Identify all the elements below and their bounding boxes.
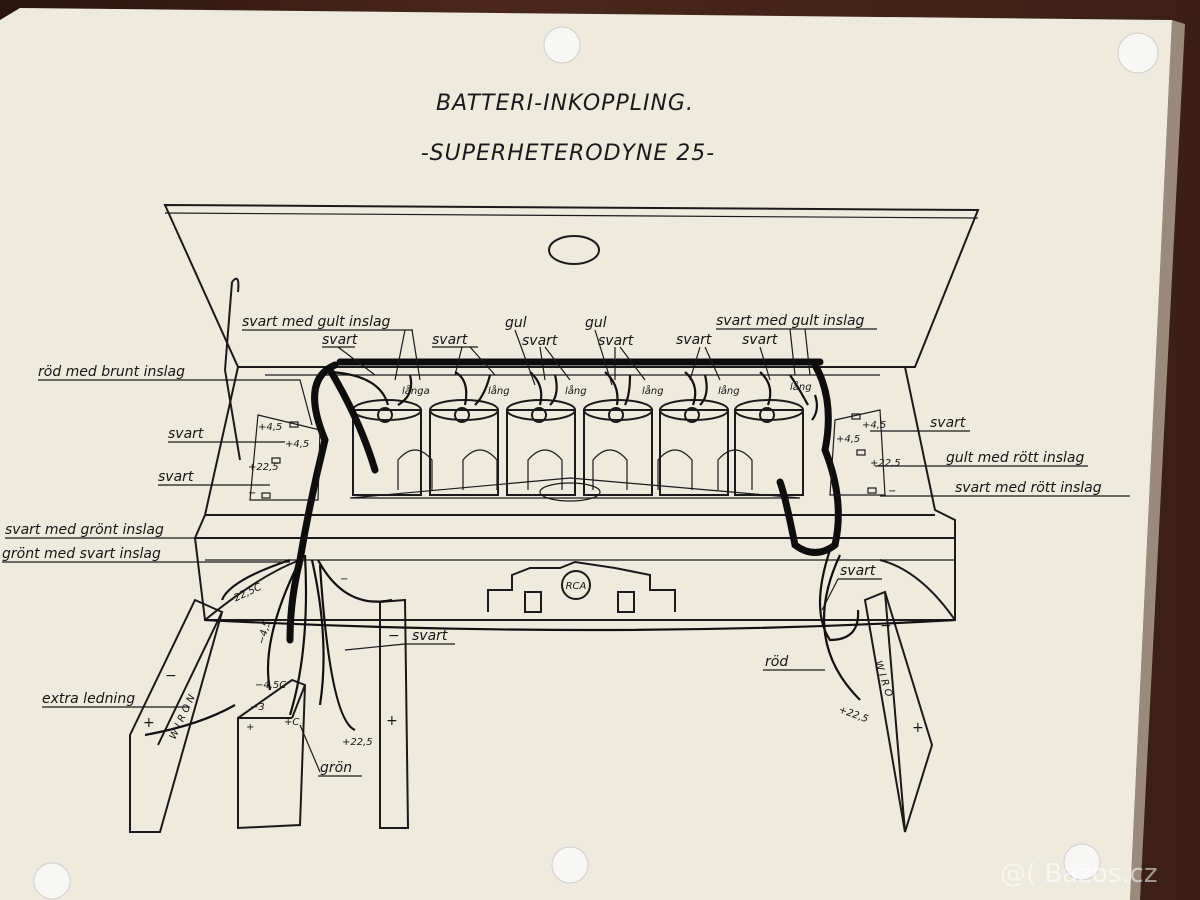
chassis-dial — [539, 482, 601, 502]
right-term-minus: − — [888, 486, 896, 497]
label-svart-med-rott: svart med rött inslag — [955, 480, 1102, 496]
label-svart-med-gront: svart med grönt inslag — [5, 522, 164, 538]
label-extra-ledning: extra ledning — [42, 691, 135, 707]
label-rod-med-brunt: röd med brunt inslag — [38, 364, 185, 380]
tube-wires — [329, 370, 819, 421]
battery-c-pc: +C — [284, 717, 299, 728]
label-svart-right-b: svart — [840, 563, 876, 579]
battery-center-plus: + — [386, 713, 398, 729]
label-svart-med-gult-left: svart med gult inslag — [242, 314, 391, 330]
label-gron: grön — [320, 760, 352, 776]
label-rod: röd — [765, 654, 788, 670]
battery-left-minus: − — [165, 668, 177, 684]
label-langa: långa — [402, 384, 430, 397]
left-term-225: +22,5 — [248, 462, 279, 473]
right-term-45b: +4,5 — [836, 434, 860, 445]
label-svart-6: svart — [742, 332, 778, 348]
tag-minus: − — [340, 574, 348, 585]
tag-225-left: +22,5 — [342, 737, 373, 748]
right-term-45: +4,5 — [862, 420, 886, 431]
battery-center-minus: − — [388, 628, 400, 644]
label-svart-left-c: svart — [412, 628, 448, 644]
right-terminal-strip: +4,5 +4,5 +22,5 − — [829, 409, 901, 497]
label-gront-med-svart: grönt med svart inslag — [2, 546, 161, 562]
label-gul-1: gul — [505, 315, 527, 331]
label-lang-3: lång — [642, 384, 664, 397]
rca-logo — [561, 570, 591, 600]
pin-top-right — [1117, 32, 1159, 74]
left-labels: röd med brunt inslag svart svart svart m… — [2, 364, 455, 777]
radio-lid — [163, 203, 980, 461]
label-svart-right-a: svart — [930, 415, 966, 431]
label-svart-5: svart — [676, 332, 712, 348]
battery-left-plus: + — [143, 715, 155, 731]
pin-top-center — [543, 26, 581, 64]
pin-bottom-right — [1063, 843, 1101, 881]
label-lang-2: lång — [565, 384, 587, 397]
right-term-225: +22,5 — [870, 458, 901, 469]
battery-c-small: −4,5C −3 +C + — [237, 678, 307, 830]
battery-center-tall: − + — [379, 598, 410, 829]
watermark: @( Bazos.cz — [1000, 859, 1158, 889]
label-svart-med-gult-right: svart med gult inslag — [716, 313, 865, 329]
label-svart-left-a: svart — [168, 426, 204, 442]
left-term-minus: − — [248, 488, 256, 499]
top-labels: svart med gult inslag svart med gult ins… — [242, 313, 877, 397]
push-pins — [33, 26, 1159, 900]
label-gult-med-rott: gult med rött inslag — [946, 450, 1084, 466]
diagram-title: BATTERI-INKOPPLING. — [436, 91, 694, 116]
battery-c-45c: −4,5C — [255, 680, 286, 691]
label-gul-2: gul — [585, 315, 607, 331]
battery-c-p: + — [246, 722, 254, 733]
right-labels: svart gult med rött inslag svart med röt… — [763, 415, 1130, 671]
left-term-45b: +4,5 — [285, 439, 309, 450]
pin-bottom-left — [33, 862, 71, 900]
diagram-subtitle: -SUPERHETERODYNE 25- — [421, 141, 716, 166]
label-svart-4: svart — [598, 333, 634, 349]
battery-wires — [144, 549, 956, 737]
left-term-45: +4,5 — [258, 422, 282, 433]
label-svart-2: svart — [432, 332, 468, 348]
battery-c-3: −3 — [250, 702, 265, 713]
lid-knob — [548, 235, 600, 265]
tube-2 — [429, 399, 499, 496]
battery-right-minus: − — [880, 618, 892, 634]
rca-logo-text: RCA — [566, 581, 587, 592]
label-svart-left-b: svart — [158, 469, 194, 485]
label-lang-1: lång — [488, 384, 510, 397]
label-svart-1: svart — [322, 332, 358, 348]
left-terminal-strip: +4,5 +4,5 +22,5 − — [248, 414, 321, 501]
battery-right-plus: + — [912, 720, 924, 736]
pin-bottom-center — [551, 846, 589, 884]
label-svart-3: svart — [522, 333, 558, 349]
front-panel: RCA — [487, 560, 676, 613]
label-lang-5: lång — [790, 380, 812, 393]
label-lang-4: lång — [718, 384, 740, 397]
